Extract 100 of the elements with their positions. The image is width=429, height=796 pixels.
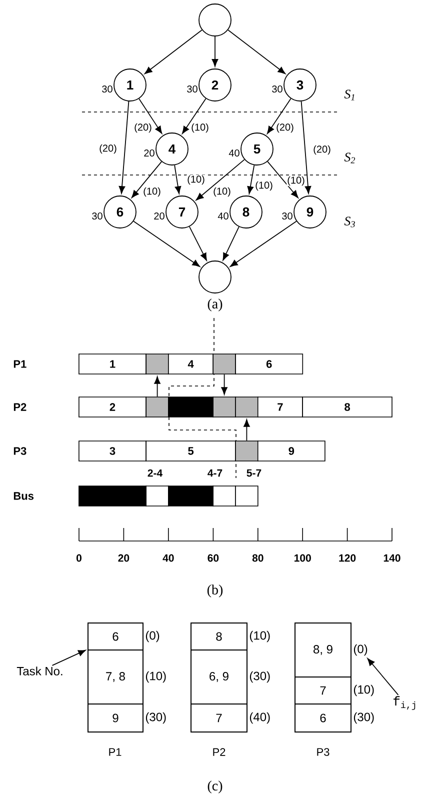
schedule-bar: 4 [168, 354, 214, 374]
annotation-text: f$_{i,j}$ [394, 696, 416, 710]
edge-label: (10) [254, 180, 274, 192]
arrow [133, 220, 200, 267]
weight-label: 20 [154, 212, 164, 220]
value-label: (10) [250, 630, 270, 642]
arrow [300, 100, 312, 194]
annotation-text: Task No. [16, 666, 62, 676]
weight-label: 30 [187, 85, 198, 93]
stage-label: S$_{2}$ [344, 152, 356, 164]
stage-label: S$_{1}$ [344, 90, 354, 100]
weight-label: 40 [218, 212, 228, 220]
arrow [267, 161, 298, 198]
arrow [247, 164, 255, 194]
schedule-bar [168, 486, 214, 506]
schedule-bar: 3 [78, 440, 146, 462]
weight-label: 20 [144, 149, 154, 157]
arrow [230, 220, 297, 267]
schedule-bar [146, 396, 169, 418]
arrow [182, 98, 206, 134]
axis-label: 5-7 [246, 469, 262, 477]
arrow [52, 650, 86, 666]
arrow [144, 30, 202, 74]
task-box: 8, 9 [294, 622, 352, 678]
arrow [222, 226, 240, 261]
schedule-bar [235, 396, 258, 418]
task-box: 7 [294, 676, 352, 704]
value-label: (0) [354, 644, 368, 656]
task-circle [198, 4, 232, 36]
schedule-bar: 8 [302, 396, 392, 418]
schedule-bar [168, 396, 214, 418]
caption: (b) [207, 584, 223, 598]
arrow [221, 374, 228, 395]
edge-label: (20) [134, 122, 152, 134]
edge-label: (20) [276, 122, 294, 134]
arrow [244, 419, 250, 442]
axis-label: 60 [208, 554, 219, 562]
column-label: P2 [213, 748, 226, 756]
task-box: 6 [294, 704, 352, 732]
axis-label: 4-7 [208, 469, 222, 477]
arrow [212, 36, 218, 67]
schedule-bar: 7 [257, 396, 303, 418]
axis-label: 120 [339, 554, 356, 562]
weight-label: 30 [92, 212, 102, 220]
axis-label: 80 [252, 554, 264, 562]
schedule-bar [212, 354, 236, 374]
schedule-bar [146, 486, 169, 506]
arrow [189, 226, 207, 261]
arrow [196, 159, 245, 200]
column-label: P1 [109, 748, 122, 756]
schedule-bar: 2 [78, 396, 146, 418]
schedule-bar [235, 440, 258, 462]
weight-label: 30 [272, 85, 282, 93]
axis-label: 2-4 [148, 469, 163, 477]
row-label: Bus [14, 492, 34, 500]
axis-label: 100 [294, 554, 311, 562]
weight-label: 40 [228, 149, 240, 157]
edge-label: (10) [142, 186, 162, 198]
axis-label: 40 [162, 554, 174, 562]
task-circle [198, 260, 232, 294]
value-label: (40) [250, 712, 270, 724]
weight-label: 30 [102, 85, 112, 93]
row-label: P3 [14, 447, 26, 455]
arrow [118, 100, 130, 194]
value-label: (30) [146, 712, 166, 724]
axis-label: 140 [384, 554, 400, 562]
arrow [174, 164, 182, 194]
arrow [154, 376, 160, 398]
value-label: (30) [250, 671, 270, 683]
edge-label: (10) [212, 186, 232, 198]
task-box: 7, 8 [88, 650, 144, 704]
arrow [131, 161, 162, 198]
value-label: (10) [146, 671, 166, 683]
value-label: (0) [146, 630, 160, 642]
schedule-bar [212, 486, 236, 506]
row-label: P2 [14, 403, 26, 411]
edge-label: (10) [190, 122, 210, 134]
edge-label: (10) [186, 174, 206, 186]
edge-label: (20) [98, 144, 118, 154]
edge-label: (10) [286, 176, 306, 186]
task-box: 6, 9 [190, 650, 248, 704]
schedule-bar: 9 [257, 440, 326, 462]
task-box: 9 [88, 704, 144, 732]
arrow [367, 658, 399, 696]
schedule-bar [212, 396, 236, 418]
schedule-bar [235, 486, 258, 506]
arrow [228, 30, 286, 74]
stage-label: S$_{3}$ [344, 216, 355, 228]
task-box: 6 [88, 622, 144, 650]
schedule-bar [78, 486, 146, 506]
row-label: P1 [14, 360, 26, 368]
axis-label: 0 [76, 554, 82, 562]
task-box: 7 [190, 704, 248, 732]
column-label: P3 [317, 748, 330, 756]
axis-label: 20 [118, 554, 130, 562]
weight-label: 30 [282, 212, 292, 220]
schedule-bar [146, 354, 169, 374]
value-label: (30) [354, 712, 374, 724]
arrow [267, 98, 292, 134]
value-label: (10) [354, 684, 374, 696]
